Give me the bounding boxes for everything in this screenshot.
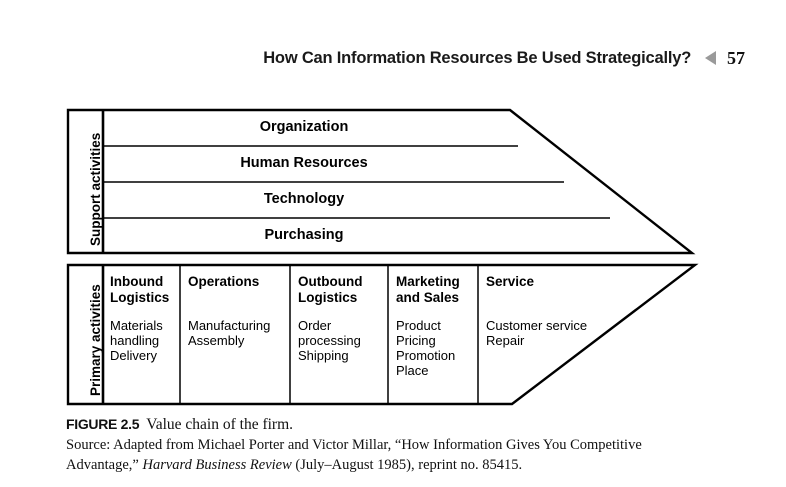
figure-caption: FIGURE 2.5 Value chain of the firm. Sourc… (66, 414, 726, 475)
primary-activities-axis-label: Primary activities (88, 284, 103, 396)
list-item: Materials (110, 318, 163, 333)
page-number: 57 (727, 48, 745, 68)
caption-source-line-1: Source: Adapted from Michael Porter and … (66, 437, 642, 453)
support-activities-axis-label: Support activities (88, 132, 103, 246)
primary-column-items-inbound-logistics: Materials handling Delivery (110, 318, 163, 363)
list-item: Assembly (188, 333, 245, 348)
list-item: Place (396, 363, 429, 378)
list-item: Manufacturing (188, 318, 271, 333)
value-chain-figure: Support activities Organization Human Re… (66, 108, 699, 406)
list-item: Repair (486, 333, 525, 348)
primary-column-items-marketing-and-sales: Product Pricing Promotion Place (396, 318, 455, 378)
page-title: How Can Information Resources Be Used St… (263, 49, 692, 67)
running-header: How Can Information Resources Be Used St… (0, 48, 745, 69)
caption-source-line-2: Advantage,” Harvard Business Review (Jul… (66, 456, 726, 476)
heading-line: and Sales (396, 290, 460, 305)
list-item: Pricing (396, 333, 436, 348)
caption-source-suffix: (July–August 1985), reprint no. 85415. (291, 456, 523, 473)
primary-column-items-service: Customer service Repair (486, 318, 587, 348)
heading-line: Logistics (110, 290, 170, 305)
list-item: Order (298, 318, 332, 333)
primary-activities-shape (66, 263, 699, 406)
primary-column-heading-marketing-and-sales: Marketing and Sales (396, 274, 460, 306)
list-item: handling (110, 333, 160, 348)
primary-column-heading-operations: Operations (188, 274, 259, 290)
caption-source-prefix: Advantage,” (66, 456, 143, 473)
support-row-human-resources: Human Resources (240, 155, 368, 171)
primary-column-items-operations: Manufacturing Assembly (188, 318, 270, 348)
heading-line: Logistics (298, 290, 358, 305)
primary-column-heading-outbound-logistics: Outbound Logistics (298, 274, 362, 306)
heading-line: Marketing (396, 274, 460, 289)
heading-line: Inbound (110, 274, 164, 289)
support-row-purchasing: Purchasing (264, 227, 344, 243)
list-item: processing (298, 333, 361, 348)
list-item: Promotion (396, 348, 456, 363)
list-item: Delivery (110, 348, 157, 363)
left-triangle-icon (704, 50, 716, 65)
value-chain-outline (66, 108, 699, 406)
support-row-organization: Organization (259, 119, 349, 135)
caption-title-line: FIGURE 2.5 Value chain of the firm. (66, 414, 726, 435)
heading-line: Operations (188, 274, 260, 289)
heading-line: Service (486, 274, 535, 289)
caption-source-journal: Harvard Business Review (142, 456, 292, 473)
primary-column-heading-service: Service (486, 274, 534, 290)
list-item: Product (396, 318, 441, 333)
primary-column-heading-inbound-logistics: Inbound Logistics (110, 274, 169, 306)
list-item: Customer service (486, 318, 588, 333)
caption-figure-number: FIGURE 2.5 (66, 416, 140, 432)
heading-line: Outbound (298, 274, 363, 289)
list-item: Shipping (298, 348, 349, 363)
primary-column-items-outbound-logistics: Order processing Shipping (298, 318, 361, 363)
caption-figure-title: Value chain of the firm. (146, 416, 294, 433)
support-row-technology: Technology (263, 191, 345, 207)
